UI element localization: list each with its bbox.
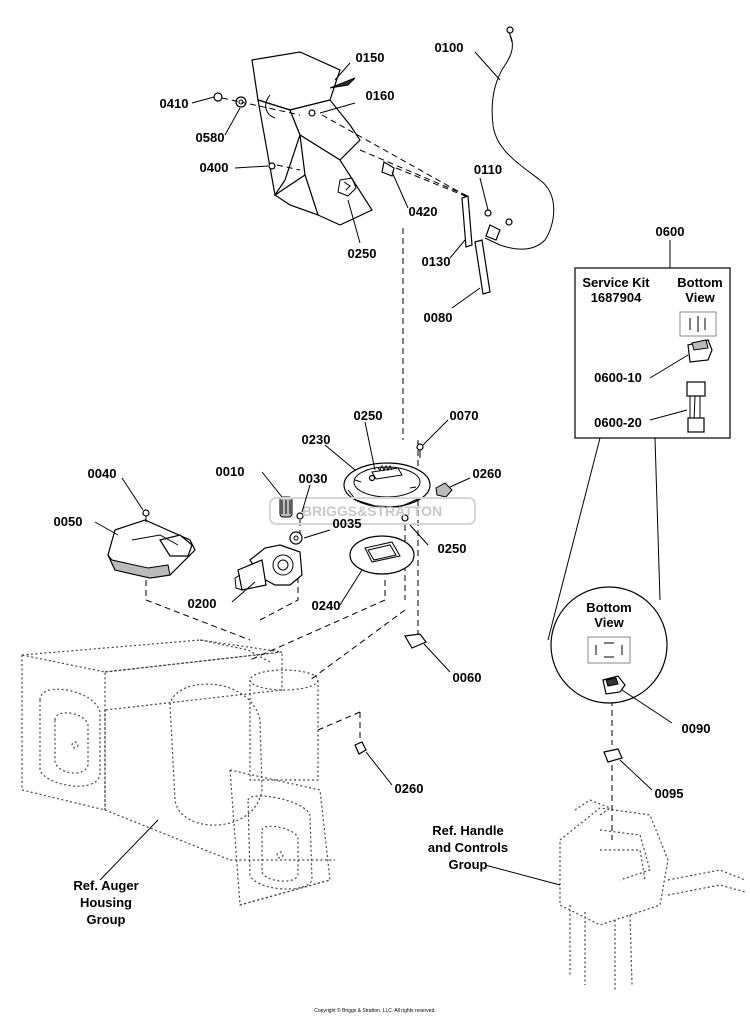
callout-0010: 0010 [216,464,245,479]
watermark: BRIGGS&STRATTON [269,497,476,525]
ref-auger-line3: Group [87,912,126,927]
callout-0200: 0200 [188,596,217,611]
service-kit-title: Service Kit [582,275,650,290]
ref-handle-line2: and Controls [428,840,508,855]
callout-0070: 0070 [450,408,479,423]
callout-0030: 0030 [299,471,328,486]
motor-assembly-drawing [107,496,304,591]
ref-auger-line2: Housing [80,895,132,910]
watermark-text: BRIGGS&STRATTON [302,503,442,519]
ref-handle-line1: Ref. Handle [432,823,504,838]
callout-0250-seal: 0250 [438,541,467,556]
chute-fasteners [213,92,395,177]
service-kit-box: Service Kit 1687904 Bottom View [574,267,731,439]
callout-0260-housing: 0260 [395,781,424,796]
detail-bottom-view-1: Bottom [586,600,632,615]
callout-0230: 0230 [302,432,331,447]
callout-0580: 0580 [196,130,225,145]
detail-circle: Bottom View [550,586,668,763]
callout-0420: 0420 [409,204,438,219]
callout-0250-gear: 0250 [354,408,383,423]
detail-bottom-view-2: View [594,615,624,630]
callout-0090: 0090 [682,721,711,736]
callout-0600-20: 0600-20 [594,415,642,430]
callout-0035: 0035 [333,516,362,531]
control-cable-drawing [484,26,555,250]
callout-0600: 0600 [656,224,685,239]
callout-0040: 0040 [88,466,117,481]
auger-housing-drawing [21,639,335,906]
service-kit-bottom-view-1: Bottom [677,275,723,290]
callout-0600-10: 0600-10 [594,370,642,385]
copyright-notice: Copyright © Briggs & Stratton, LLC. All … [314,1008,436,1014]
callout-0080: 0080 [424,310,453,325]
callout-0095: 0095 [655,786,684,801]
callout-0060: 0060 [453,670,482,685]
callout-0410: 0410 [160,96,189,111]
leader-lines [94,51,689,886]
handle-controls-drawing [559,799,746,990]
callout-0260-ring: 0260 [473,466,502,481]
assembly-lines [145,97,613,840]
chute-deflector-drawing [251,51,373,226]
callout-labels: 0150 0100 0410 0160 0580 0400 0110 0420 … [54,40,711,801]
callout-0400: 0400 [200,160,229,175]
callout-0240: 0240 [312,598,341,613]
reference-labels: Ref. Auger Housing Group Ref. Handle and… [73,823,508,927]
callout-0160: 0160 [366,88,395,103]
ref-auger-line1: Ref. Auger [73,878,138,893]
detail-cone-lines [547,437,661,641]
callout-0110: 0110 [474,162,502,177]
callout-0100: 0100 [435,40,464,55]
service-kit-bottom-view-2: View [685,290,715,305]
ring-gear-drawing [343,443,453,755]
callout-0050: 0050 [54,514,83,529]
ref-handle-line3: Group [449,857,488,872]
callout-0130: 0130 [422,254,451,269]
callout-0150: 0150 [356,50,385,65]
service-kit-number: 1687904 [591,290,642,305]
callout-0250-chute: 0250 [348,246,377,261]
